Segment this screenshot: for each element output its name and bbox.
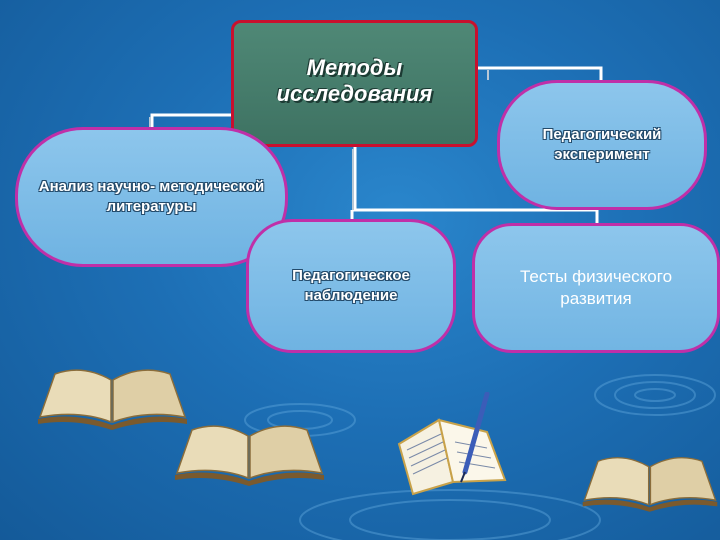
node-experiment-label: Педагогический эксперимент xyxy=(542,126,662,163)
node-literature-label: Анализ научно- методической литературы xyxy=(38,178,265,215)
node-physical-tests: Тесты физического развития xyxy=(472,223,720,353)
open-book-icon xyxy=(38,369,187,430)
diagram-title-box: Методы исследования xyxy=(231,20,478,147)
connector-title-tests xyxy=(352,208,599,223)
connector-title-experiment xyxy=(478,66,603,80)
node-pedagogical-experiment: Педагогический эксперимент xyxy=(497,80,707,210)
node-observation-label: Педагогическое наблюдение xyxy=(292,267,410,304)
notebook-with-pen-icon xyxy=(397,392,507,496)
open-book-icon xyxy=(175,425,324,486)
node-literature-analysis: Анализ научно- методической литературы xyxy=(15,127,288,267)
diagram-title: Методы исследования xyxy=(276,54,433,106)
node-pedagogical-observation: Педагогическое наблюдение xyxy=(246,219,456,353)
node-tests-label: Тесты физического развития xyxy=(519,267,673,308)
connector-title-literature xyxy=(150,113,231,127)
open-book-icon xyxy=(582,457,718,512)
